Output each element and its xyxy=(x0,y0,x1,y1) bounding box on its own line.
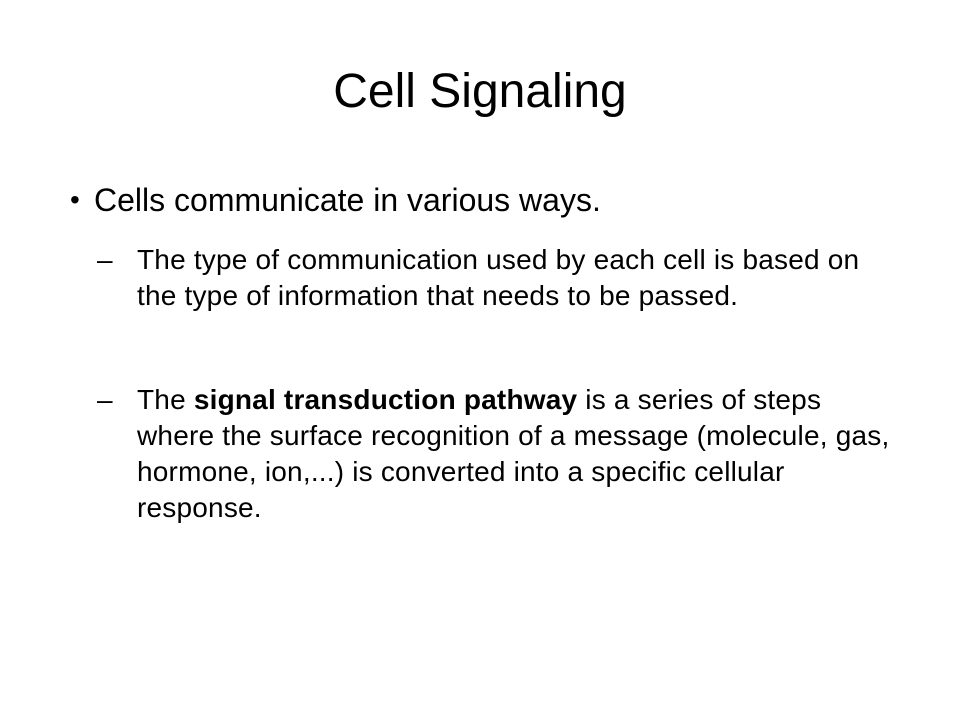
bullet-item: • Cells communicate in various ways. xyxy=(70,180,914,220)
sub-bullet-marker: – xyxy=(97,244,113,275)
sub-bullet-text-after: is a series of steps where the surface r… xyxy=(137,384,890,523)
key-term: signal transduction pathway xyxy=(193,384,578,415)
sub-bullet-text: The type of communication used by each c… xyxy=(137,244,860,311)
bullet-text: Cells communicate in various ways. xyxy=(94,182,601,218)
sub-bullet-item: – The type of communication used by each… xyxy=(97,242,897,314)
bullet-marker: • xyxy=(70,184,80,215)
sub-bullet-marker: – xyxy=(97,384,113,415)
slide-title: Cell Signaling xyxy=(333,65,627,118)
sub-bullet-item: – The signal transduction pathway is a s… xyxy=(97,382,897,526)
sub-bullet-text-before: The xyxy=(137,384,194,415)
